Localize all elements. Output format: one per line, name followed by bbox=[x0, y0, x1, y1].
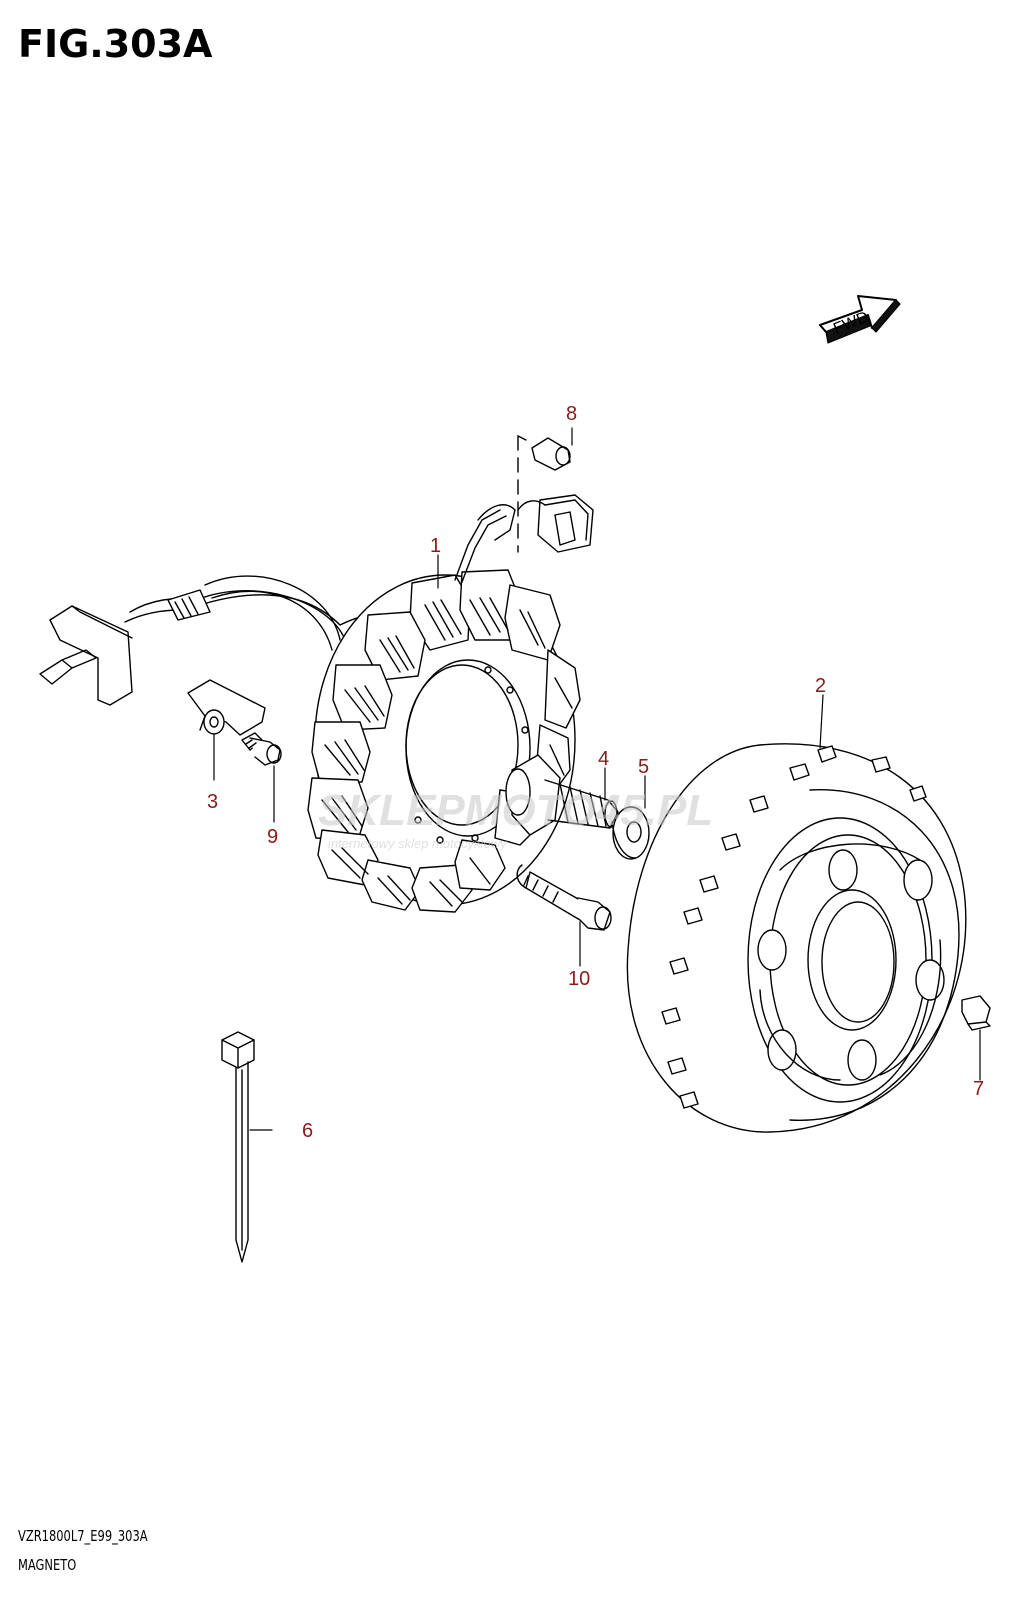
section-name: MAGNETO bbox=[18, 1556, 77, 1574]
callout-6: 6 bbox=[302, 1120, 313, 1142]
wire-clamp bbox=[187, 679, 266, 736]
cable-tie bbox=[221, 1031, 255, 1263]
callout-4: 4 bbox=[598, 748, 609, 770]
callout-3: 3 bbox=[207, 791, 218, 813]
callout-1: 1 bbox=[430, 535, 441, 557]
stator-coil-assembly bbox=[39, 494, 594, 913]
leader-lines bbox=[213, 427, 981, 1131]
callout-2: 2 bbox=[815, 675, 826, 697]
rotor-mount-bolt bbox=[516, 864, 612, 931]
watermark-text: SKLEPMOTO45.PL bbox=[318, 786, 713, 835]
rotor-bolt bbox=[505, 754, 619, 836]
figure-title: FIG.303A bbox=[18, 22, 213, 66]
watermark: SKLEPMOTO45.PL internetowy sklep motocyk… bbox=[318, 786, 713, 851]
callout-labels: 1 2 3 4 5 6 7 8 9 10 bbox=[207, 403, 984, 1142]
clamp-screw bbox=[241, 732, 282, 766]
fwd-arrow-icon: FWD bbox=[819, 295, 901, 344]
callout-5: 5 bbox=[638, 756, 649, 778]
callout-9: 9 bbox=[267, 826, 278, 848]
magneto-rotor bbox=[626, 743, 967, 1133]
rotor-key bbox=[961, 995, 991, 1031]
watermark-subtitle: internetowy sklep motocyklowy bbox=[328, 836, 508, 851]
callout-8: 8 bbox=[566, 403, 577, 425]
callout-10: 10 bbox=[568, 968, 590, 990]
rotor-washer bbox=[611, 806, 650, 860]
callout-7: 7 bbox=[973, 1078, 984, 1100]
pickup-bolt bbox=[517, 435, 571, 553]
model-code: VZR1800L7_E99_303A bbox=[18, 1527, 148, 1545]
